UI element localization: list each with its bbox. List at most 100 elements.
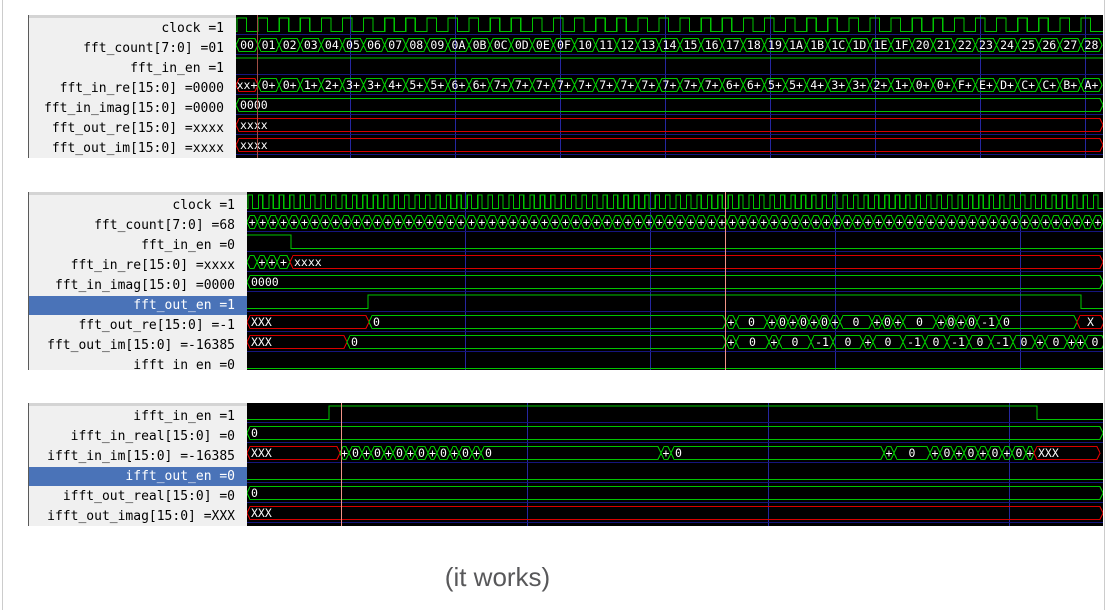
bus-value: + <box>270 215 277 229</box>
bus-value: 6+ <box>452 78 466 92</box>
bus-value: + <box>1063 215 1070 229</box>
bus-value: 0 <box>948 315 955 329</box>
bus-value: 0 <box>885 335 892 349</box>
bus-value: XXX <box>251 506 272 520</box>
bus-value: + <box>874 315 881 329</box>
signal-label-fft-out-im150[interactable]: fft_out_im[15:0] =-16385 <box>29 336 247 355</box>
bus-value: 0 <box>374 446 381 460</box>
bus-value: + <box>343 215 350 229</box>
bus-value: 0F <box>557 38 571 52</box>
bus-value: -1 <box>815 335 829 349</box>
signal-label-ifft-out-imag150[interactable]: ifft_out_imag[15:0] =XXX <box>29 507 247 526</box>
bus-value: + <box>451 446 458 460</box>
bus-value: 7+ <box>578 78 592 92</box>
bus-value: F+ <box>958 78 972 92</box>
bus-value: -1 <box>981 315 995 329</box>
bus-value: + <box>473 446 480 460</box>
signal-label-fft-in-re150[interactable]: fft_in_re[15:0] =xxxx <box>29 256 247 275</box>
signal-label-fft-out-re150[interactable]: fft_out_re[15:0] =xxxx <box>29 119 236 138</box>
bus-value: xx+ <box>237 78 258 92</box>
bus-value: + <box>969 215 976 229</box>
bus-value: + <box>990 215 997 229</box>
bus-value: 0 <box>884 315 891 329</box>
bus-value: + <box>259 215 266 229</box>
bus-value: + <box>541 215 548 229</box>
bus-value: A+ <box>1085 78 1099 92</box>
bus-value: + <box>429 446 436 460</box>
bus-value: 3+ <box>852 78 866 92</box>
bus-value: D+ <box>1000 78 1014 92</box>
signal-label-fft-out-en[interactable]: fft_out_en =1 <box>29 296 247 315</box>
bus-value: 0 <box>1016 446 1023 460</box>
signal-label-ifft-out-en[interactable]: ifft_out_en =0 <box>29 467 247 486</box>
bus-value: 1A <box>789 38 803 52</box>
bus-value: 0 <box>944 446 951 460</box>
signal-label-ifft-in-im150[interactable]: ifft_in_im[15:0] =-16385 <box>29 447 247 466</box>
signal-label-clock[interactable]: clock =1 <box>29 19 236 38</box>
signal-label-fft-in-imag150[interactable]: fft_in_imag[15:0] =0000 <box>29 276 247 295</box>
bus-value: + <box>416 215 423 229</box>
bus-value: + <box>980 446 987 460</box>
bus-value: + <box>341 446 348 460</box>
bus-value: 3+ <box>367 78 381 92</box>
bus-value: 0 <box>845 335 852 349</box>
signal-label-ifft-out-real150[interactable]: ifft_out_real[15:0] =0 <box>29 487 247 506</box>
bus-value: + <box>854 215 861 229</box>
bus-value: 27 <box>1063 38 1077 52</box>
bus-value: + <box>1021 215 1028 229</box>
bus-value: + <box>677 215 684 229</box>
bus-value: 14 <box>663 38 677 52</box>
signal-label-fft-in-en[interactable]: fft_in_en =0 <box>29 236 247 255</box>
bus-value: + <box>813 215 820 229</box>
bus-value: C+ <box>1042 78 1056 92</box>
signal-label-fft-count70[interactable]: fft_count[7:0] =68 <box>29 216 247 235</box>
bus-value: + <box>291 215 298 229</box>
signal-label-fft-in-en[interactable]: fft_in_en =1 <box>29 59 236 78</box>
bus-value: + <box>729 215 736 229</box>
bus-value: + <box>249 215 256 229</box>
signal-label-fft-in-imag150[interactable]: fft_in_imag[15:0] =0000 <box>29 99 236 118</box>
bus-value: 7+ <box>515 78 529 92</box>
bus-value: 18 <box>747 38 761 52</box>
bus-value: + <box>520 215 527 229</box>
bus-value: XXX <box>1038 446 1059 460</box>
bus-value: 03 <box>304 38 318 52</box>
signal-label-ifft-in-en[interactable]: ifft_in_en =1 <box>29 407 247 426</box>
bus-value: + <box>833 215 840 229</box>
bus-value: + <box>790 315 797 329</box>
wave-area-fft-output[interactable]: ++++++++++++++++++++++++++++++++++++++++… <box>247 192 1103 370</box>
bus-value: + <box>771 215 778 229</box>
bus-value: + <box>956 446 963 460</box>
signal-label-fft-out-im150[interactable]: fft_out_im[15:0] =xxxx <box>29 139 236 158</box>
bus-value: + <box>614 215 621 229</box>
signal-label-clock[interactable]: clock =1 <box>29 196 247 215</box>
signal-label-ifft-in-real150[interactable]: ifft_in_real[15:0] =0 <box>29 427 247 446</box>
bus-value: 11 <box>599 38 613 52</box>
bus-value: + <box>896 215 903 229</box>
bus-value: + <box>792 215 799 229</box>
signal-label-ifft-in-en[interactable]: ifft_in_en =0 <box>29 356 247 370</box>
bus-value: + <box>645 215 652 229</box>
signal-label-fft-count70[interactable]: fft_count[7:0] =01 <box>29 39 236 58</box>
bus-value: + <box>708 215 715 229</box>
signal-label-fft-in-re150[interactable]: fft_in_re[15:0] =0000 <box>29 79 236 98</box>
signal-label-fft-out-re150[interactable]: fft_out_re[15:0] =-1 <box>29 316 247 335</box>
bus-value: + <box>927 215 934 229</box>
bus-value: 0 <box>1092 335 1099 349</box>
bus-value: + <box>875 215 882 229</box>
bus-value: 0 <box>1021 335 1028 349</box>
bus-segment <box>236 137 1103 153</box>
bus-value: + <box>895 315 902 329</box>
bus-value: 10 <box>578 38 592 52</box>
bus-value: 7+ <box>557 78 571 92</box>
bus-value: + <box>958 315 965 329</box>
bus-value: + <box>1000 215 1007 229</box>
bus-value: + <box>1004 446 1011 460</box>
bus-value: + <box>499 215 506 229</box>
bus-value: 25 <box>1021 38 1035 52</box>
bus-value: 12 <box>620 38 634 52</box>
bus-value: + <box>552 215 559 229</box>
panel-top-strip <box>29 192 247 195</box>
